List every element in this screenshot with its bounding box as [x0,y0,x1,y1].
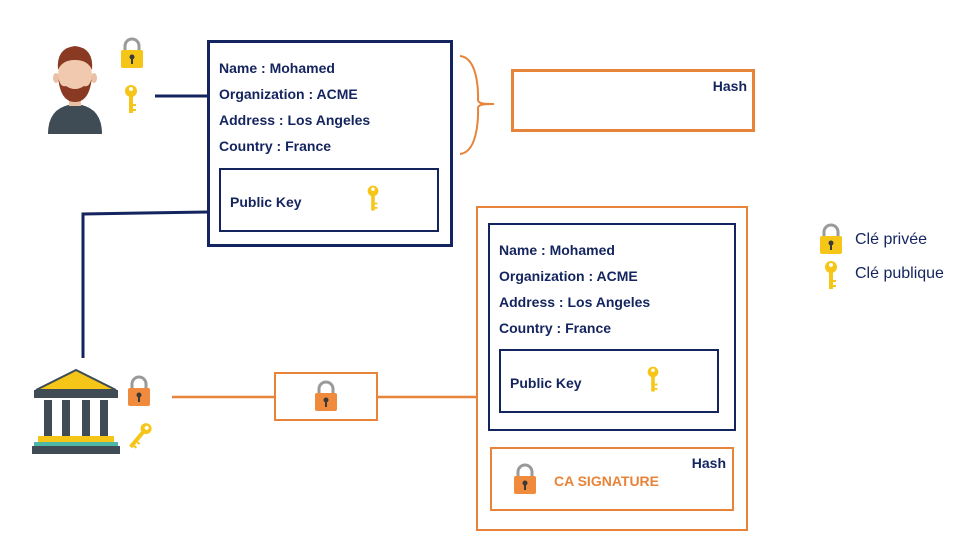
ca-public-key-icon [129,423,152,449]
encryption-lock-icon [315,380,337,411]
ca-private-lock-icon [128,375,150,406]
legend-private-key-label: Clé privée [855,231,928,248]
signed-cert-info-box: NameMohamed OrganizationACME AddressLos … [488,223,736,431]
cert-to-ca-line [81,210,209,358]
user-avatar [48,46,102,134]
signed-public-key-box: Public Key [499,349,719,413]
signed-field-organization: OrganizationACME [499,268,638,284]
public-key-label: Public Key [230,194,302,210]
encryption-lock-box [274,372,378,421]
legend-public-key-label: Clé publique [855,265,944,282]
public-key-icon [367,185,379,211]
signed-hash-label: Hash [691,455,726,471]
cert-field-name: NameMohamed [219,60,335,76]
signed-field-address: AddressLos Angeles [499,294,650,310]
legend-public-key-icon [825,261,837,289]
signed-public-key-icon [647,366,659,392]
signed-field-name: NameMohamed [499,242,615,258]
cert-field-address: AddressLos Angeles [219,112,370,128]
hash-label: Hash [712,78,747,94]
institution-icon [32,368,120,454]
legend-private-lock-icon [820,223,842,254]
public-key-box: Public Key [219,168,439,232]
signed-public-key-label: Public Key [510,375,582,391]
user-private-lock-icon [121,37,143,68]
hash-box: Hash [511,69,755,132]
ca-signature-label: CA SIGNATURE [554,473,659,489]
signed-field-country: CountryFrance [499,320,611,336]
certificate-box: NameMohamed OrganizationACME AddressLos … [207,40,453,247]
curly-brace [459,55,495,155]
signed-certificate-box: NameMohamed OrganizationACME AddressLos … [476,206,748,531]
cert-field-organization: OrganizationACME [219,86,358,102]
signature-lock-icon [514,463,536,494]
cert-field-country: CountryFrance [219,138,331,154]
user-public-key-icon [125,85,137,113]
signed-hash-box: Hash CA SIGNATURE [490,447,734,511]
